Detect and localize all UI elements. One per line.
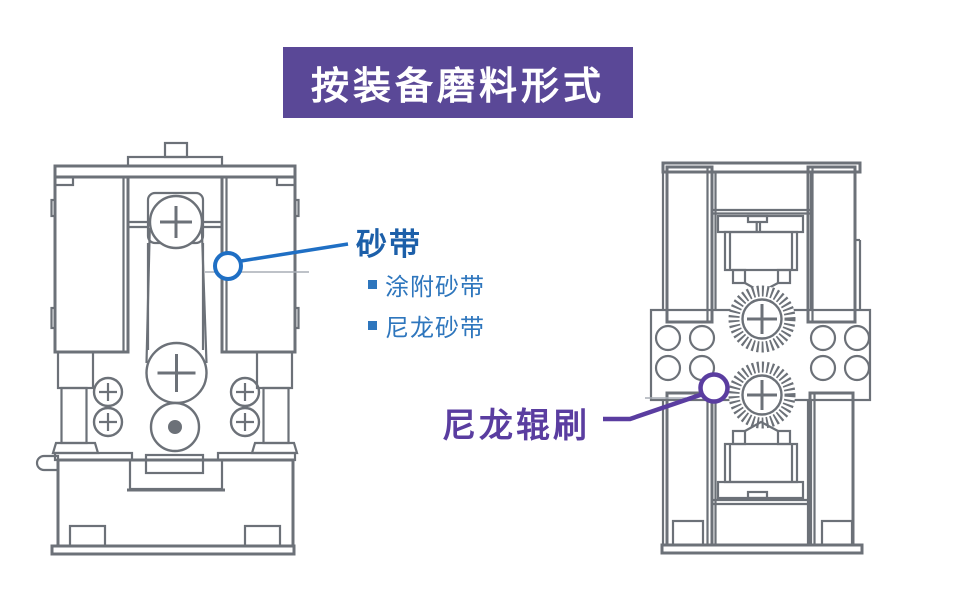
bullet-square-icon (368, 320, 377, 330)
section-title: 按装备磨料形式 (310, 66, 605, 108)
nylon-brush-rollers (728, 285, 796, 429)
brush-machine-frame-top (661, 161, 862, 324)
bullet-square-icon (368, 279, 377, 289)
belt-sublist-item: 涂附砂带 (368, 272, 485, 301)
belt-assembly (128, 191, 222, 453)
machine-base (35, 350, 299, 556)
nylon-brush-machine-diagram (649, 161, 872, 555)
belt-sublist-item-label: 涂附砂带 (385, 273, 485, 301)
belt-sublist-item: 尼龙砂带 (368, 313, 485, 342)
section-title-banner: 按装备磨料形式 (283, 47, 633, 118)
belt-label: 砂带 (356, 227, 422, 262)
brush-label: 尼龙辊刷 (442, 407, 590, 445)
belt-sublist: 涂附砂带 尼龙砂带 (368, 272, 485, 354)
pinch-rollers (92, 376, 261, 438)
belt-sander-diagram (35, 141, 300, 556)
belt-sublist-item-label: 尼龙砂带 (385, 314, 485, 342)
